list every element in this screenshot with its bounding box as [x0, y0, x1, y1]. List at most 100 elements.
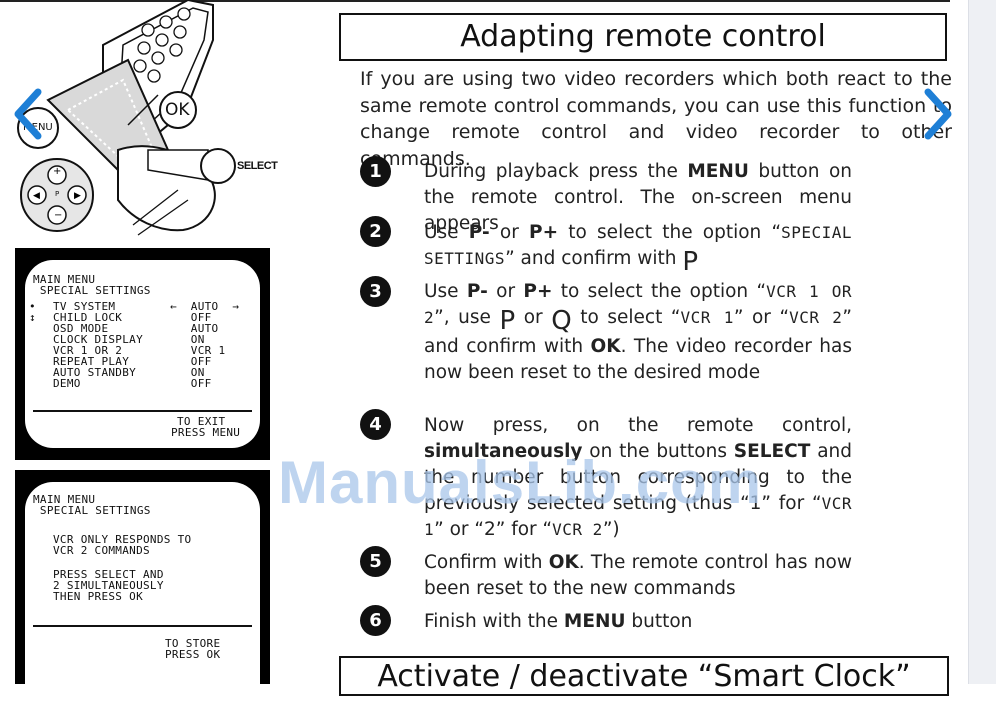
osd-item-value: OFF: [170, 377, 212, 390]
osd-body-line: VCR ONLY RESPONDS TO: [53, 533, 192, 546]
ok-key-label: OK: [548, 552, 579, 573]
osd-item-value: AUTO: [170, 322, 219, 335]
next-section-title-box: Activate / deactivate “Smart Clock”: [339, 656, 949, 696]
ok-bubble-label: OK: [165, 100, 190, 120]
osd-item-value: ON: [170, 333, 205, 346]
chevron-right-icon: [924, 88, 952, 140]
cursor-right-symbol: P: [499, 306, 516, 336]
osd-body-line: VCR 2 COMMANDS: [53, 544, 150, 557]
step-2-text: Use P- or P+ to select the option “SPECI…: [424, 220, 852, 275]
next-section-title: Activate / deactivate “Smart Clock”: [377, 659, 911, 694]
osd-bullet: ↕: [29, 311, 36, 324]
osd-option-text: VCR 1 OR 2: [424, 282, 853, 327]
osd-option-text: VCR 1: [424, 494, 852, 539]
step-text-part: or: [487, 281, 524, 302]
step-text-part: to select “: [571, 307, 681, 328]
osd-item-label: OSD MODE: [53, 322, 109, 335]
step-text-part: button: [625, 611, 693, 632]
step-number-1: 1: [360, 156, 391, 187]
osd-item-label: REPEAT PLAY: [53, 355, 130, 368]
step-text-part: . The video recorder has now been reset …: [424, 336, 852, 383]
step-text-part: ” or “: [733, 307, 790, 328]
osd-special-settings-heading: SPECIAL SETTINGS: [33, 504, 151, 517]
osd-body-line: THEN PRESS OK: [53, 590, 143, 603]
section-title-box: Adapting remote control: [339, 13, 947, 61]
osd-body-line: PRESS SELECT AND: [53, 568, 164, 581]
osd-screen-special-settings: MAIN MENU SPECIAL SETTINGS • TV SYSTEM ←…: [15, 248, 270, 460]
step-text-part: Use: [424, 281, 467, 302]
scrollbar-gutter[interactable]: [968, 0, 996, 684]
step-text-part: to select the option “: [552, 281, 767, 302]
osd-footer-line1: TO EXIT: [177, 415, 226, 428]
step-text-part: ” or “2” for “: [434, 519, 553, 540]
step-text-part: Use: [424, 222, 469, 243]
cursor-right-symbol: P: [682, 247, 699, 277]
osd-divider: [33, 410, 252, 412]
osd-bullet: •: [29, 300, 36, 313]
intro-paragraph: If you are using two video recorders whi…: [360, 68, 952, 170]
step-text-part: button on the remote control. The on-scr…: [424, 161, 852, 234]
step-text-part: Confirm with: [424, 552, 549, 573]
next-page-button[interactable]: [920, 88, 956, 140]
osd-item-value: ← AUTO →: [170, 300, 240, 313]
top-rule: [0, 0, 950, 2]
chevron-left-icon: [14, 88, 42, 140]
p-joystick-label: P: [55, 190, 60, 198]
p-minus-key-label: P-: [466, 281, 488, 302]
osd-item-value: OFF: [170, 311, 212, 324]
select-key-label: SELECT: [733, 441, 811, 462]
step-5-text: Confirm with OK. The remote control has …: [424, 550, 852, 602]
osd-footer-line2: PRESS OK: [165, 648, 221, 661]
step-text-part: on the buttons: [582, 441, 734, 462]
osd-screen-inner: MAIN MENU SPECIAL SETTINGS VCR ONLY RESP…: [25, 482, 260, 704]
previous-page-button[interactable]: [10, 88, 46, 140]
step-text-part: Finish with the: [424, 611, 564, 632]
step-text-part: and the number button corresponding to t…: [424, 441, 853, 514]
osd-option-text: VCR 2: [552, 520, 603, 539]
step-text-part: ” and confirm with: [505, 248, 683, 269]
osd-footer-line2: PRESS MENU: [171, 426, 241, 439]
svg-text:−: −: [54, 210, 62, 221]
step-text-part: or: [515, 307, 552, 328]
step-number-2: 2: [360, 216, 391, 247]
osd-item-value: OFF: [170, 355, 212, 368]
osd-option-text: VCR 2: [789, 308, 843, 327]
osd-option-text: SPECIAL SETTINGS: [424, 223, 852, 268]
step-number-5: 5: [360, 546, 391, 577]
step-text-part: ”, use: [434, 307, 500, 328]
osd-item-label: VCR 1 OR 2: [53, 344, 123, 357]
emphasis-text: simultaneously: [424, 441, 583, 462]
menu-key-label: MENU: [687, 161, 749, 182]
osd-item-value: VCR 1: [170, 344, 226, 357]
osd-option-text: VCR 1: [680, 308, 734, 327]
p-plus-key-label: P+: [523, 281, 553, 302]
menu-bubble-label: MENU: [23, 122, 53, 133]
menu-key-label: MENU: [563, 611, 626, 632]
osd-item-label: AUTO STANDBY: [53, 366, 137, 379]
step-text-part: During playback press the: [424, 161, 688, 182]
osd-footer-line1: TO STORE: [165, 637, 221, 650]
cursor-left-symbol: Q: [551, 306, 572, 336]
step-number-3: 3: [360, 276, 391, 307]
step-text-part: ” and confirm with: [424, 307, 852, 357]
section-title: Adapting remote control: [460, 19, 826, 54]
osd-screen-vcr-commands: MAIN MENU SPECIAL SETTINGS VCR ONLY RESP…: [15, 470, 270, 704]
osd-body-line: 2 SIMULTANEOUSLY: [53, 579, 164, 592]
step-text-part: Now press, on the remote control,: [424, 415, 852, 436]
osd-item-label: DEMO: [53, 377, 81, 390]
osd-item-label: CHILD LOCK: [53, 311, 123, 324]
osd-item-value: ON: [170, 366, 205, 379]
step-3-text: Use P- or P+ to select the option “VCR 1…: [424, 279, 852, 386]
step-text-part: . The remote control has now been reset …: [424, 552, 852, 599]
step-number-4: 4: [360, 409, 391, 440]
osd-screen-inner: MAIN MENU SPECIAL SETTINGS • TV SYSTEM ←…: [25, 260, 260, 448]
svg-text:◀: ◀: [33, 191, 40, 201]
step-1-text: During playback press the MENU button on…: [424, 159, 852, 237]
step-4-text: Now press, on the remote control, simult…: [424, 413, 852, 543]
step-6-text: Finish with the MENU button: [424, 609, 852, 635]
svg-text:▶: ▶: [74, 191, 81, 201]
osd-divider: [33, 625, 252, 627]
step-text-part: to select the option “: [558, 222, 782, 243]
osd-item-label: CLOCK DISPLAY: [53, 333, 143, 346]
osd-item-label: TV SYSTEM: [53, 300, 116, 313]
